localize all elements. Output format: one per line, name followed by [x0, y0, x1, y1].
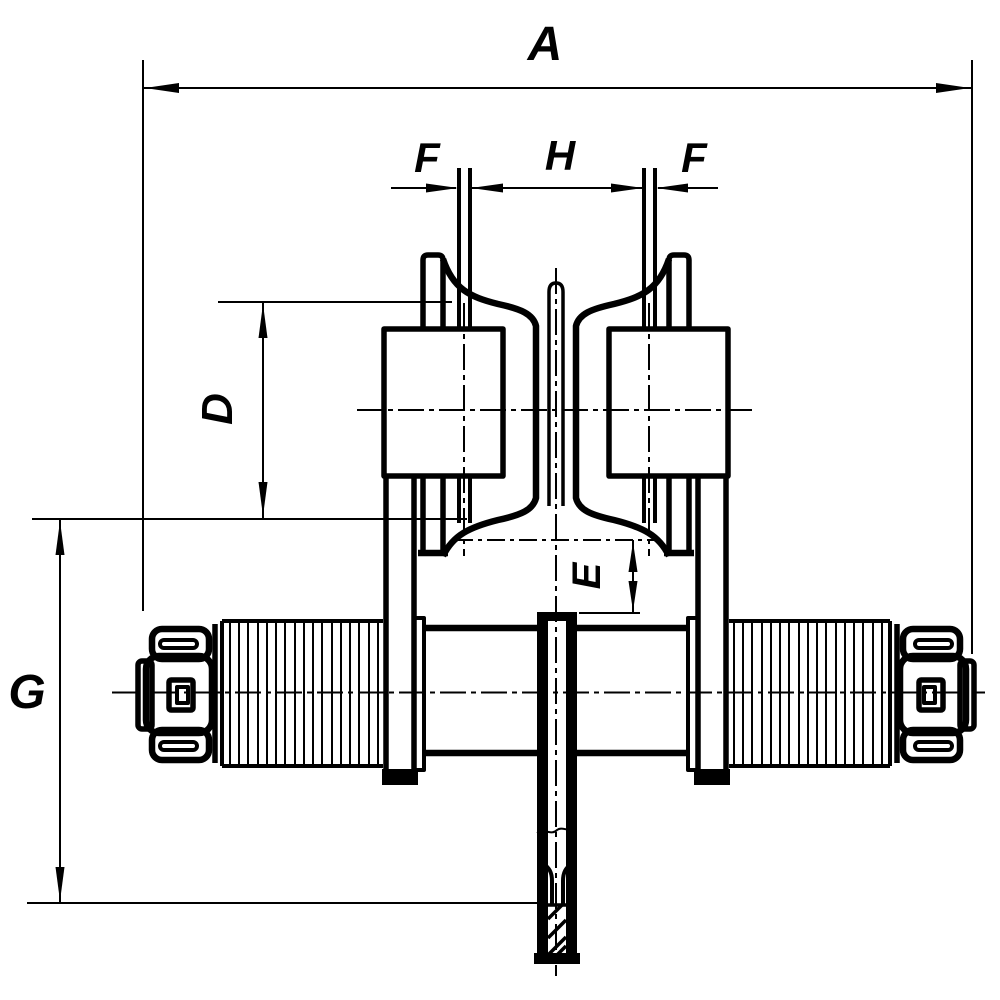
- wheel-left-tread-profile: [439, 257, 540, 558]
- cotter-pin-right: [916, 677, 946, 713]
- cotter-pin-left: [166, 677, 196, 713]
- dim-a-arrow-right: [936, 83, 970, 93]
- dim-f-right-arrow: [656, 183, 688, 193]
- dim-h-arrow-right: [611, 183, 643, 193]
- side-plate-right-foot: [694, 769, 730, 785]
- dim-g-label: G: [8, 666, 45, 719]
- castle-nut-right-bottom-castellation: [899, 726, 964, 764]
- dim-g-arrow-up: [55, 521, 65, 555]
- load-bar-slot: [542, 862, 573, 905]
- dimension-g: G: [8, 519, 537, 904]
- axle-end-left: [135, 658, 155, 732]
- load-bar-left-wall: [537, 612, 548, 958]
- dim-f-left-label: F: [414, 134, 441, 181]
- washer-right: [686, 616, 700, 772]
- dim-e-arrow-down: [628, 581, 638, 611]
- dim-g-arrow-down: [55, 867, 65, 901]
- castle-nut-left: [135, 624, 218, 764]
- castle-nut-left-top-castellation: [148, 625, 213, 663]
- dim-d-arrow-down: [258, 482, 268, 516]
- thread-right: [729, 619, 892, 768]
- castle-nut-left-top-slot: [158, 638, 199, 650]
- wheel-left-flange-disc: [420, 252, 446, 550]
- suspension-bolt: [547, 281, 565, 506]
- thread-left-hatch: [229, 623, 379, 764]
- dim-h-label: H: [545, 132, 577, 179]
- axle-end-right: [957, 658, 977, 732]
- dim-d-arrow-up: [258, 304, 268, 338]
- dim-h-arrow-left: [471, 183, 503, 193]
- dim-f-left-arrow: [426, 183, 458, 193]
- wheel-left: [381, 252, 540, 558]
- castle-nut-right-top-castellation: [899, 625, 964, 663]
- thread-left: [220, 619, 383, 768]
- dimension-f-h: F H F: [391, 132, 718, 193]
- side-plate-left-foot: [382, 769, 418, 785]
- load-bar-bottom-cap: [534, 953, 580, 964]
- load-bar: [534, 612, 580, 964]
- wheel-right-body: [606, 326, 731, 479]
- castle-nut-left-bottom-slot: [158, 740, 199, 752]
- dim-f-right-label: F: [681, 134, 708, 181]
- load-bar-hatch: [546, 903, 568, 957]
- wheel-right-flange-disc: [666, 252, 692, 550]
- axle-shaft: [412, 616, 700, 772]
- castle-nut-right-bottom-slot: [913, 740, 954, 752]
- castle-nut-right: [894, 624, 977, 764]
- load-bar-top-cap: [537, 612, 577, 621]
- flange-edge-lines: [457, 168, 657, 523]
- dim-e-label: E: [565, 561, 609, 589]
- load-bar-right-wall: [566, 612, 577, 958]
- cotter-pin-left-head: [175, 685, 190, 705]
- castle-nut-left-bottom-castellation: [148, 726, 213, 764]
- dim-a-label: A: [527, 18, 563, 71]
- castle-nut-right-top-slot: [913, 638, 954, 650]
- dimension-d: D: [32, 301, 467, 520]
- cotter-pin-right-head: [922, 685, 937, 705]
- wheel-right: [572, 252, 731, 558]
- wheel-right-tread-profile: [572, 257, 673, 558]
- load-bar-break-line: [536, 827, 575, 834]
- dim-e-arrow-up: [628, 542, 638, 572]
- dim-a-arrow-left: [145, 83, 179, 93]
- thread-right-hatch: [733, 623, 883, 764]
- dimension-a: A: [142, 18, 973, 654]
- wheel-left-body: [381, 326, 506, 479]
- washer-left: [412, 616, 426, 772]
- dim-d-label: D: [193, 393, 242, 425]
